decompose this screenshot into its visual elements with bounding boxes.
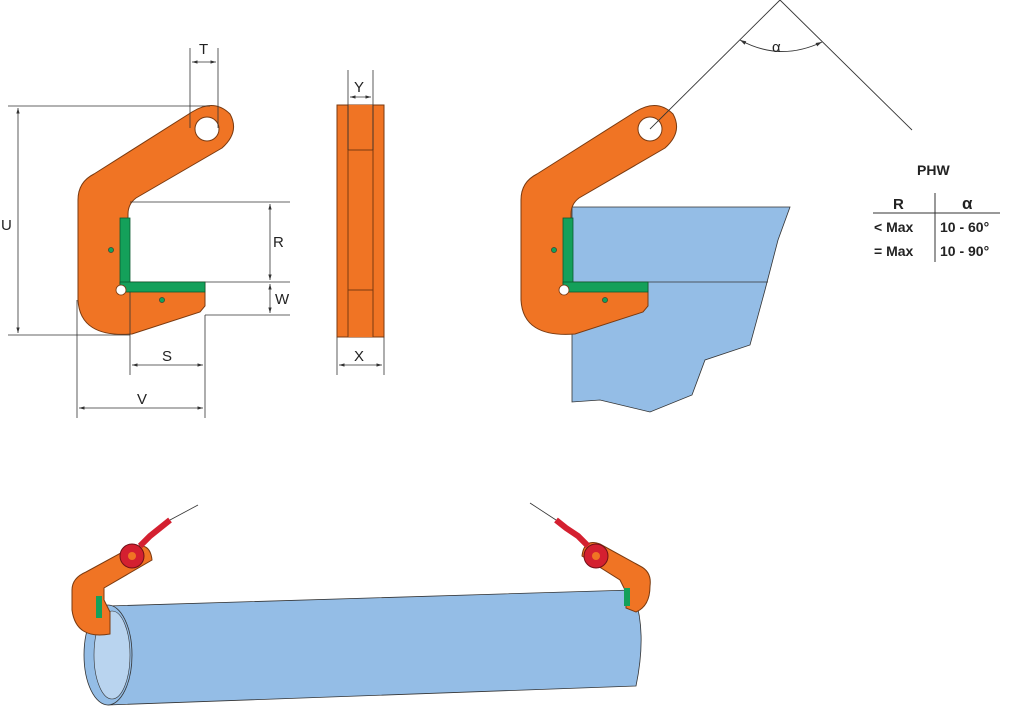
plate-load (571, 206, 791, 413)
table-header-alpha: α (962, 194, 973, 213)
pipe-load (107, 589, 642, 706)
dim-label-u: U (1, 217, 12, 234)
table-row-2-alpha: 10 - 90° (940, 243, 989, 259)
dimension-lines (8, 48, 290, 418)
dim-label-w: W (275, 291, 290, 308)
clamp-on-plate: α (520, 0, 913, 413)
dim-label-s: S (162, 348, 172, 365)
angle-table: PHW R α < Max 10 - 60° = Max 10 - 90° (873, 162, 1000, 262)
table-row-1-alpha: 10 - 60° (940, 219, 989, 235)
clamp-side-view: Y X (336, 70, 385, 375)
table-header-r: R (893, 196, 904, 213)
pipe-clamp-left (71, 504, 199, 636)
table-row-2-r: = Max (874, 243, 914, 259)
dim-label-t: T (199, 41, 208, 58)
table-title: PHW (917, 162, 950, 178)
dim-label-r: R (273, 234, 284, 251)
dim-label-v: V (137, 391, 147, 408)
pipe-clamp-right (529, 502, 651, 613)
clamp-front-view: T U R W S V (1, 41, 290, 418)
angle-label-alpha: α (772, 39, 781, 56)
table-row-1-r: < Max (874, 219, 914, 235)
pipe-lift-illustration (71, 502, 651, 706)
dim-label-y: Y (354, 79, 364, 96)
sling-angle-lines (649, 0, 913, 131)
dim-label-x: X (354, 348, 364, 365)
